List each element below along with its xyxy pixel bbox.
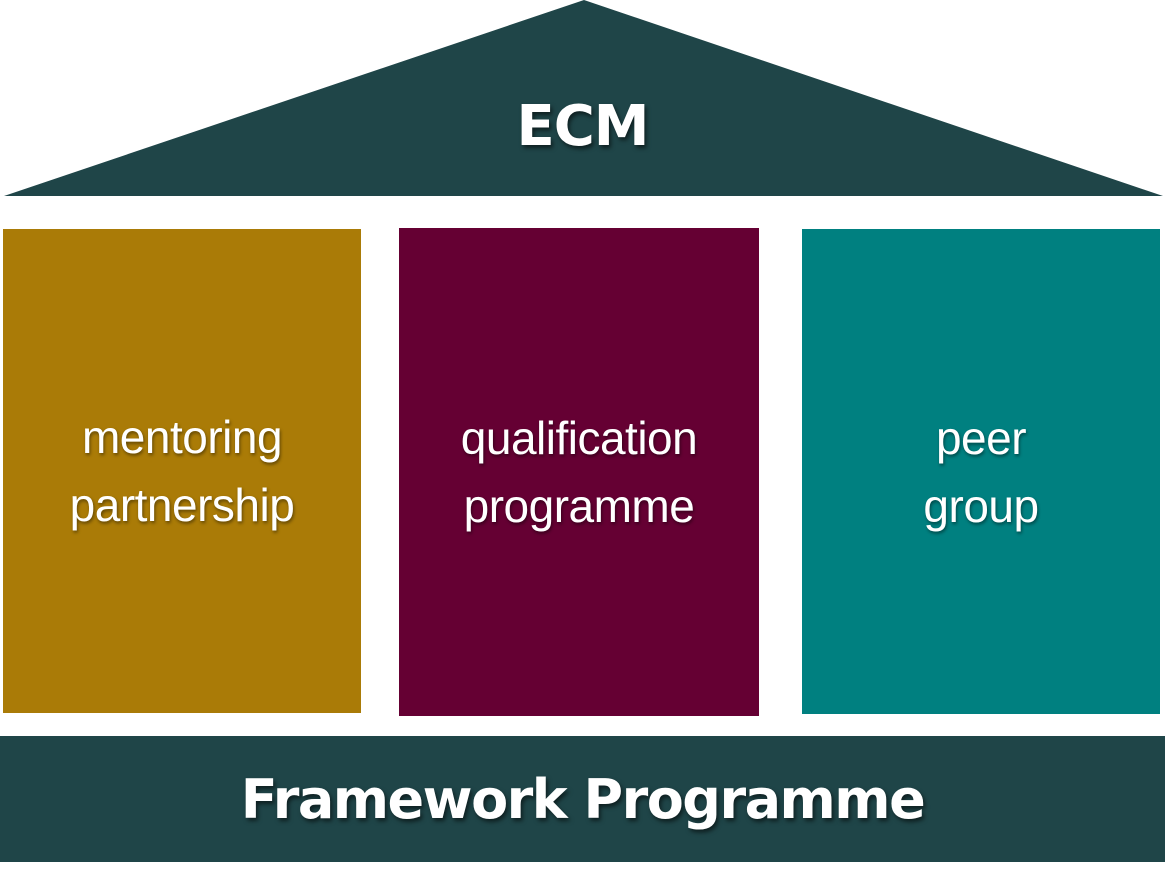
pillar-label-line1: peer	[935, 411, 1027, 464]
roof-triangle	[4, 0, 1163, 196]
pillar-label-line2: group	[923, 479, 1039, 532]
pillar-mentoring-partnership: mentoring partnership	[3, 229, 361, 713]
pillar-label-line1: qualification	[460, 412, 698, 464]
roof-title: ECM	[516, 94, 649, 159]
base-title: Framework Programme	[240, 767, 926, 831]
roof-shape	[4, 0, 1163, 196]
base-foundation: Framework Programme	[0, 736, 1165, 862]
pillar-label-line2: partnership	[69, 479, 295, 531]
pillar-label-line1: mentoring	[81, 411, 283, 463]
pillar-label-line2: programme	[463, 480, 695, 532]
pillar-peer-group: peer group	[802, 229, 1160, 714]
pillar-qualification-programme: qualification programme	[399, 228, 759, 716]
